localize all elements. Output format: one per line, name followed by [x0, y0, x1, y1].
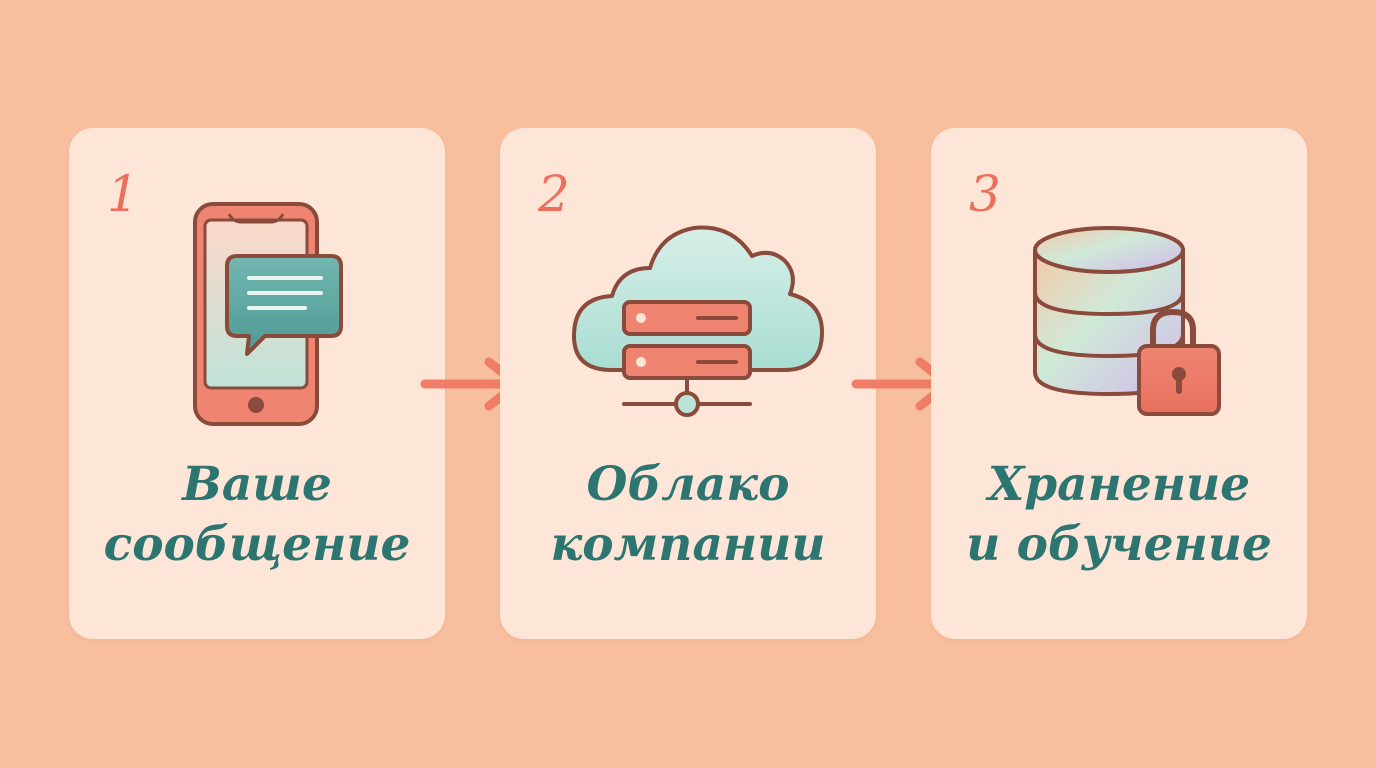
step-card-3: 3 Хранение и обучение	[931, 128, 1307, 639]
step-number: 3	[969, 165, 1001, 223]
step-label-line1: Хранение	[987, 457, 1251, 512]
step-label: Хранение и обучение	[931, 455, 1307, 575]
step-label: Ваше сообщение	[69, 455, 445, 575]
step-label: Облако компании	[500, 455, 876, 575]
step-card-1: 1 Ваше сообщение	[69, 128, 445, 639]
step-label-line1: Облако	[586, 457, 790, 512]
step-card-2: 2 Облако компании	[500, 128, 876, 639]
phone-message-icon	[193, 202, 343, 426]
cloud-server-icon	[572, 225, 824, 417]
step-label-line2: и обучение	[966, 517, 1272, 572]
step-label-line2: компании	[550, 517, 826, 572]
step-label-line2: сообщение	[103, 517, 411, 572]
database-lock-icon	[1033, 226, 1221, 416]
step-number: 1	[107, 165, 139, 223]
step-label-line1: Ваше	[182, 457, 332, 512]
step-number: 2	[538, 165, 570, 223]
